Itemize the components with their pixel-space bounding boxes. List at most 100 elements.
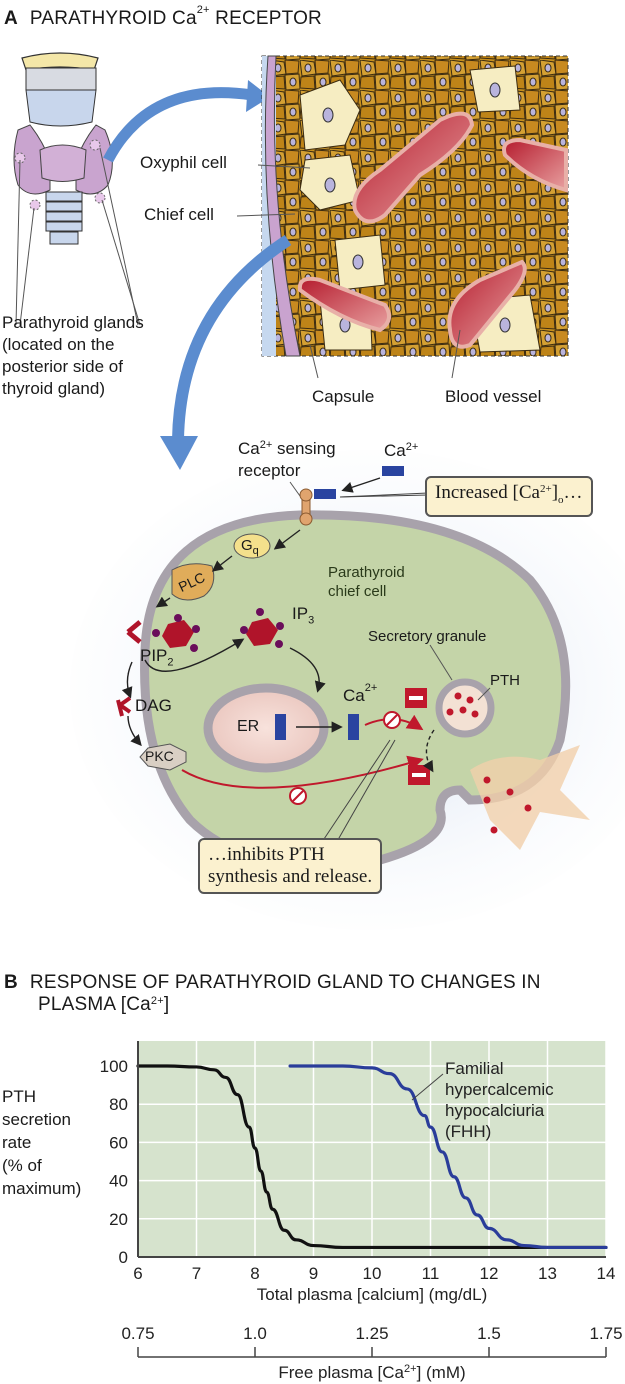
x-tick-label: 9 [309,1264,318,1283]
fhh-annotation-line: (FHH) [445,1122,491,1141]
cytosolic-ca [348,714,359,740]
panel-a-illustration [13,52,625,930]
label-cell-line-1: Parathyroid [328,564,405,581]
label-sensing-word: sensing [272,439,336,458]
y-tick-label: 60 [109,1133,128,1152]
x-tick-label: 13 [538,1264,557,1283]
dag-molecule [116,696,132,717]
panel-b-title-sup: 2+ [150,995,164,1007]
x-tick-label: 11 [422,1264,440,1283]
bound-ca-ion [314,489,336,499]
x2-label-sup: 2+ [404,1363,417,1375]
plc-enzyme [171,563,215,601]
label-cytosolic-ca: Ca2+ [343,682,377,706]
tissue-section [236,55,569,379]
callout-increased-sub: o [558,493,564,506]
chief-cell [116,466,590,870]
x2-label-post: ] (mM) [417,1363,466,1382]
callout-increased-text: Increased [Ca [435,482,540,503]
panel-b-title: B RESPONSE OF PARATHYROID GLAND TO CHANGE… [4,972,541,1016]
label-pkc: PKC [145,748,174,764]
y-tick-label: 100 [100,1057,128,1076]
label-glands-line-1: Parathyroid glands [2,313,144,332]
secondary-x-tick-label: 1.5 [477,1324,501,1343]
x-tick-label: 7 [192,1264,201,1283]
series-fhh-line [288,1064,608,1250]
exocytosis-cloud [470,745,590,850]
x-axis-label: Total plasma [calcium] (mg/dL) [257,1285,488,1304]
label-capsule: Capsule [312,387,375,406]
panel-a-title-text: PARATHYROID Ca [29,8,197,29]
label-receptor-word: receptor [238,461,301,480]
fhh-annotation-line: hypocalciuria [445,1101,545,1120]
y-tick-label: 20 [109,1210,128,1229]
label-pth: PTH [490,672,520,689]
panel-a-title-sup: 2+ [196,4,210,16]
label-sensing-ca: Ca [238,439,260,458]
x-tick-label: 8 [250,1264,259,1283]
panel-b-title-line-2: PLASMA [Ca [38,994,151,1015]
panel-a-title-suffix: RECEPTOR [209,8,322,29]
y-axis-label: PTH secretion rate (% of maximum) [2,1085,81,1200]
label-glands-line-3: posterior side of [2,357,123,376]
label-secretory-granule: Secretory granule [368,628,487,645]
endoplasmic-reticulum [203,683,329,773]
x-tick-label: 12 [480,1264,499,1283]
label-parathyroid-chief-cell: Parathyroid chief cell [328,563,405,601]
callout-increased-ellipsis: … [563,482,583,503]
label-oxyphil-cell: Oxyphil cell [140,153,227,172]
arrow-to-cell-head [160,436,198,470]
secondary-x-axis: 0.75 1.0 1.25 1.5 1.75 [121,1324,623,1358]
x2-label-pre: Free plasma [Ca [278,1363,404,1382]
label-sensing-sup: 2+ [259,439,273,451]
panel-b-letter: B [4,972,18,993]
callout-inhibits-pth: …inhibits PTH synthesis and release. [198,838,383,894]
label-parathyroid-glands: Parathyroid glands (located on the poste… [2,312,144,400]
label-pip2-sub: 2 [167,656,174,669]
label-pip2: PIP2 [140,646,174,668]
secondary-x-tick-label: 1.25 [355,1324,388,1343]
label-ca-ion-sup: 2+ [405,441,419,453]
label-glands-line-4: thyroid gland) [2,379,106,398]
label-cell-line-2: chief cell [328,583,387,600]
thyroid-gland-drawing [13,52,141,326]
y-axis-label-line: PTH [2,1087,36,1106]
secondary-x-tick-label: 1.0 [243,1324,267,1343]
label-gq: Gq [241,537,259,557]
label-gq-text: G [241,537,253,554]
panel-b-title-line-1: RESPONSE OF PARATHYROID GLAND TO CHANGES… [29,972,541,993]
arrow-to-tissue [103,87,253,163]
ip3-molecule [240,608,284,648]
label-ip3-text: IP [292,604,309,623]
secondary-x-tick-label: 1.75 [589,1324,622,1343]
y-axis-label-line: (% of [2,1156,42,1175]
label-ca-sensing-receptor: Ca2+ sensing receptor [238,438,336,482]
label-glands-line-2: (located on the [2,335,115,354]
fhh-leader-line [411,1073,444,1101]
label-blood-vessel: Blood vessel [445,387,542,406]
pth-granules [446,692,479,718]
y-tick-label: 40 [109,1172,128,1191]
label-chief-cell: Chief cell [144,205,214,224]
label-pip2-text: PIP [140,646,168,665]
label-ca-ion: Ca [384,441,406,460]
y-tick-label: 0 [119,1248,128,1267]
free-ca-ion [382,466,404,476]
label-extracellular-ca: Ca2+ [384,440,418,462]
label-cyto-ca-text: Ca [343,686,365,705]
y-axis-label-line: rate [2,1133,32,1152]
pkc-enzyme [139,743,187,771]
secondary-x-tick-label: 0.75 [121,1324,154,1343]
panel-b-title-end: ] [163,994,170,1015]
x-tick-label: 14 [597,1264,616,1283]
fhh-annotation-line: hypercalcemic [445,1080,554,1099]
label-er: ER [237,718,260,735]
label-gq-sub: q [252,545,259,557]
label-cyto-ca-sup: 2+ [364,682,378,694]
x-tick-label: 6 [133,1264,142,1283]
arrow-to-tissue-head [246,80,270,112]
callout-increased-ca: Increased [Ca2+]o… [425,476,593,517]
